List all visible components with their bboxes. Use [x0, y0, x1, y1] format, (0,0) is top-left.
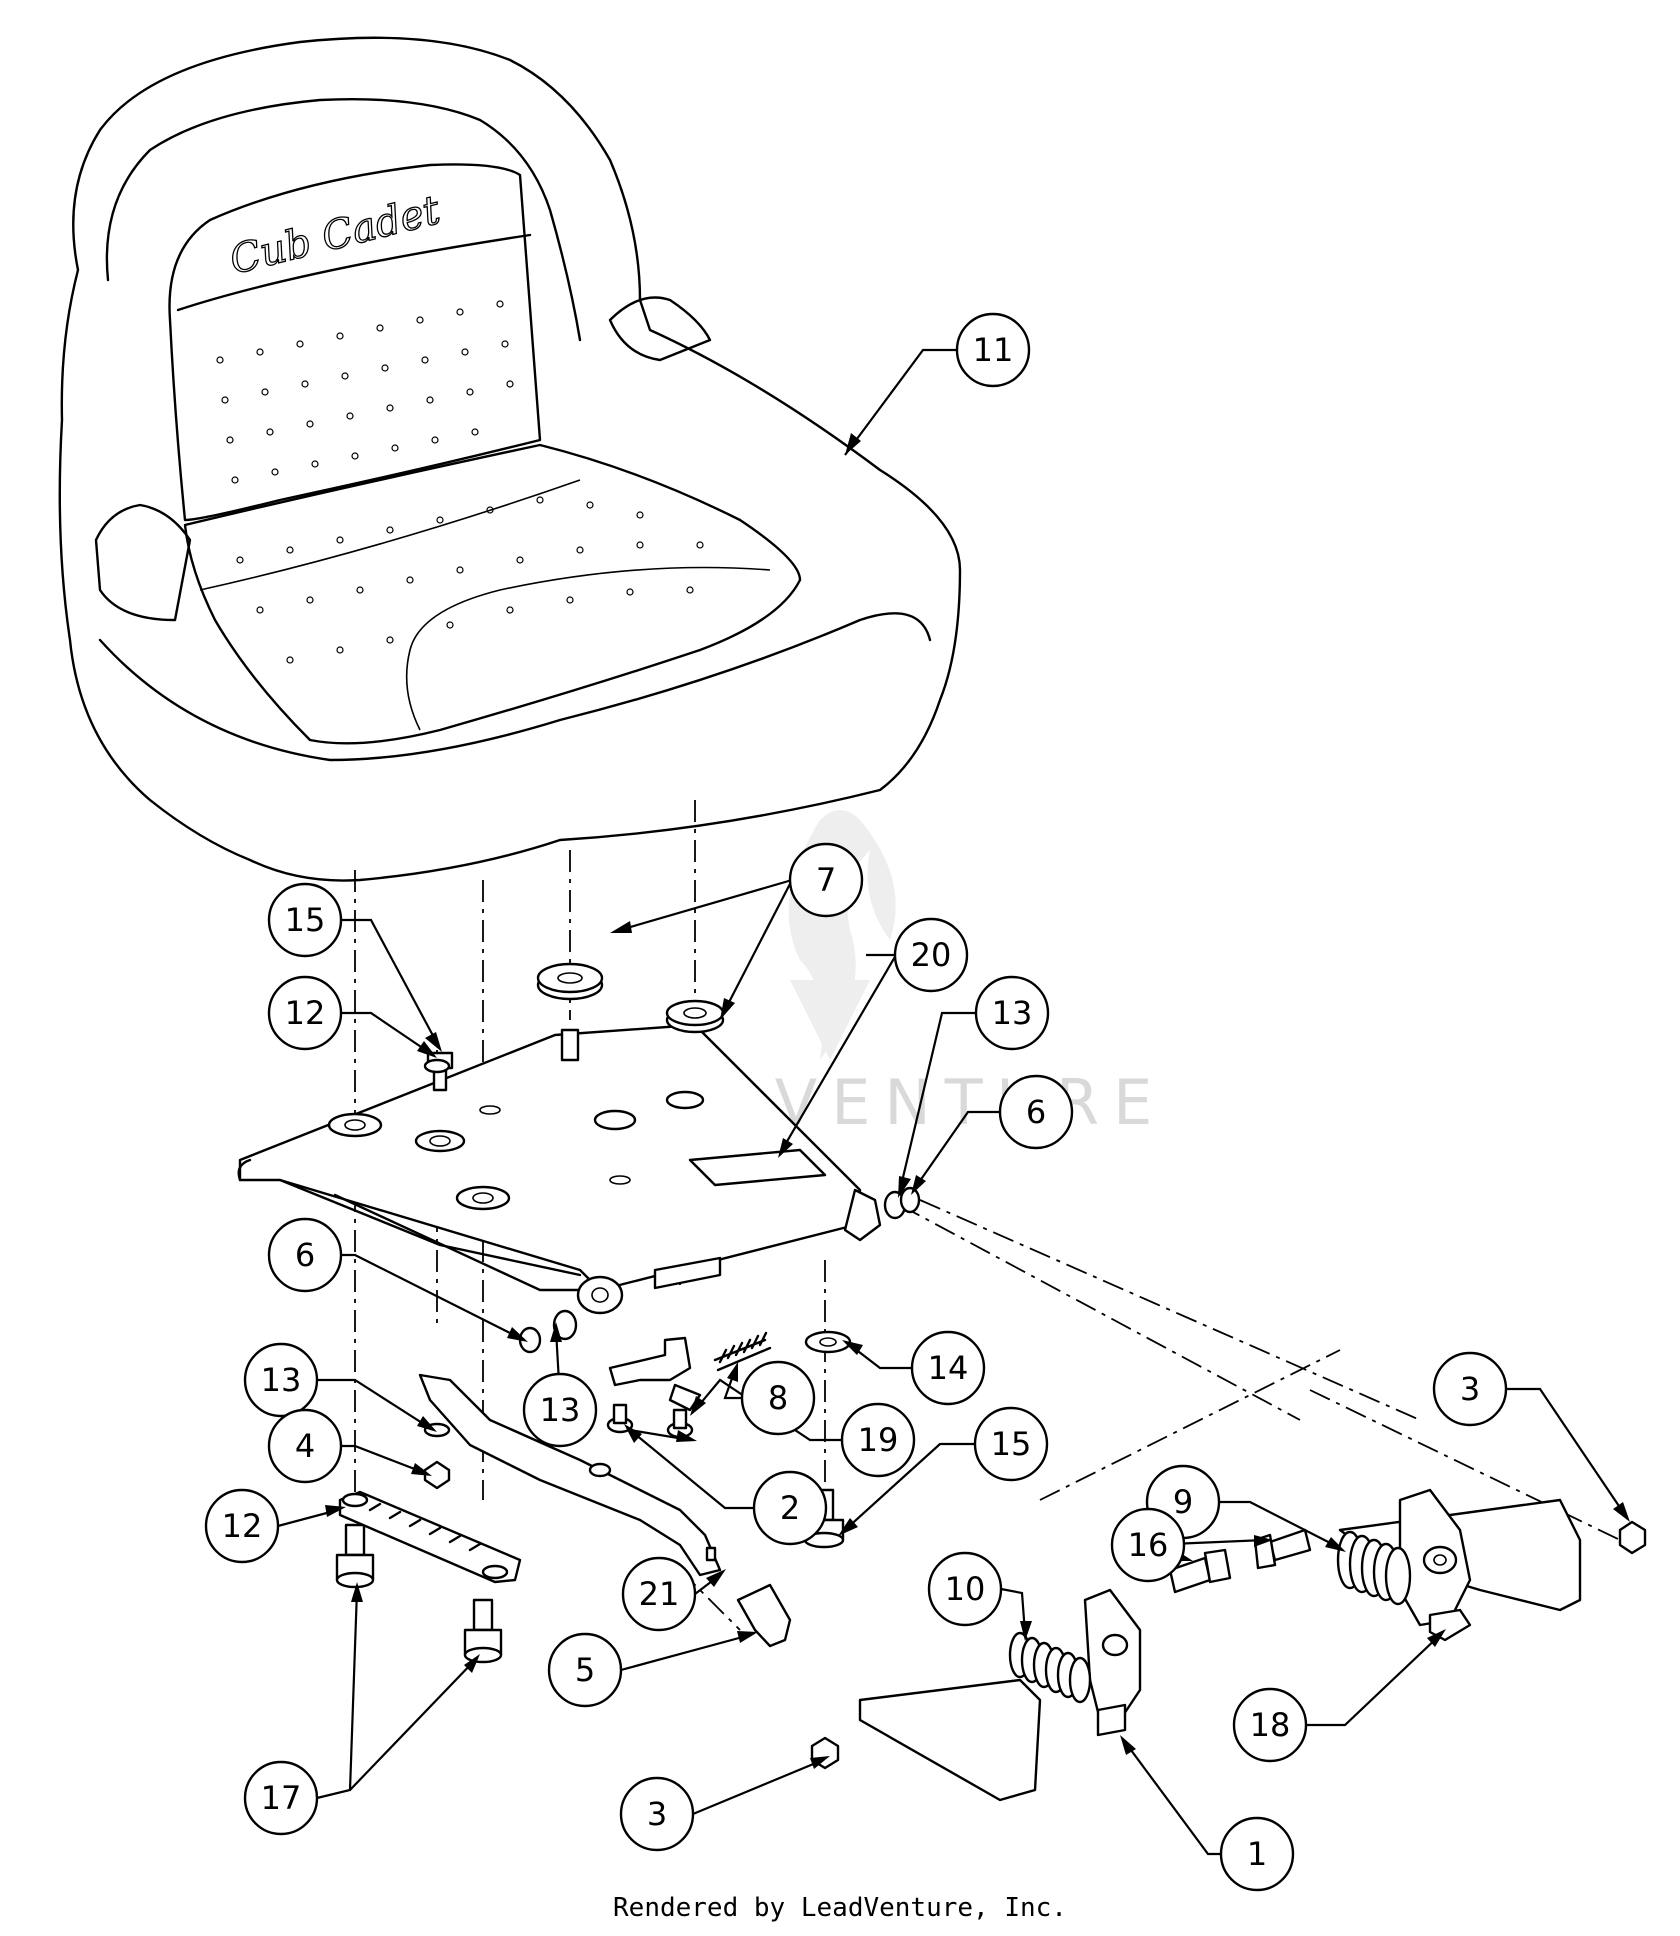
seat-right-bolster	[608, 296, 712, 362]
svg-text:10: 10	[945, 1570, 986, 1608]
svg-text:8: 8	[768, 1379, 788, 1417]
seat-back-inner	[105, 97, 582, 342]
callout-12-lower: 12	[204, 1488, 280, 1564]
callout-13-mid: 13	[522, 1372, 598, 1448]
svg-text:9: 9	[1173, 1483, 1193, 1521]
callout-13-right: 13	[974, 975, 1050, 1051]
callout-17: 17	[243, 1760, 319, 1836]
callout-15-lower: 15	[973, 1406, 1049, 1482]
svg-text:7: 7	[816, 861, 836, 899]
switch-assembly-10	[858, 1588, 1142, 1802]
svg-text:13: 13	[540, 1391, 581, 1429]
callout-2: 2	[752, 1470, 828, 1546]
bumper-7a	[536, 962, 604, 1001]
callout-3-right: 3	[1432, 1351, 1508, 1427]
seat-perforations	[216, 300, 704, 664]
callout-19: 19	[840, 1402, 916, 1478]
switch-1	[1096, 1703, 1127, 1737]
svg-text:3: 3	[1460, 1370, 1480, 1408]
nut-4	[423, 1460, 451, 1490]
seat-back-logo-band	[176, 233, 532, 312]
switch-bracket-9	[1336, 1488, 1582, 1642]
svg-text:12: 12	[285, 994, 326, 1032]
callout-21: 21	[621, 1556, 697, 1632]
bumper-7b	[665, 999, 725, 1034]
svg-text:20: 20	[911, 936, 952, 974]
adjuster-rail-12	[338, 1490, 522, 1584]
svg-text:5: 5	[575, 1651, 595, 1689]
washer-14	[804, 1330, 852, 1354]
washer-12a	[423, 1058, 451, 1074]
footer-caption: Rendered by LeadVenture, Inc.	[613, 1893, 1067, 1923]
callout-5: 5	[547, 1632, 623, 1708]
svg-text:11: 11	[973, 331, 1014, 369]
grip-5	[736, 1583, 792, 1648]
seat-cushion-panel	[183, 443, 802, 745]
callout-12-top: 12	[267, 975, 343, 1051]
callout-16: 16	[1110, 1507, 1186, 1583]
callout-8: 8	[740, 1360, 816, 1436]
seat-pan-plate	[238, 1023, 862, 1292]
svg-text:13: 13	[261, 1361, 302, 1399]
washer-13b	[552, 1309, 578, 1341]
callout-14: 14	[910, 1330, 986, 1406]
seat-front-edge	[98, 612, 932, 762]
callout-10: 10	[927, 1551, 1003, 1627]
seat-back-panel	[168, 163, 542, 522]
svg-text:12: 12	[222, 1507, 263, 1545]
spring-coil-10	[1008, 1631, 1092, 1704]
leaders	[277, 348, 1630, 1856]
seat-left-bolster	[94, 503, 192, 622]
svg-text:1: 1	[1247, 1835, 1267, 1873]
callout-18: 18	[1232, 1687, 1308, 1763]
seat-cushion-seam	[199, 479, 771, 731]
seat: Cub Cadet	[58, 36, 962, 882]
callout-6-right: 6	[998, 1074, 1074, 1150]
seat-outline	[58, 36, 962, 882]
svg-text:2: 2	[780, 1489, 800, 1527]
callout-7: 7	[788, 842, 864, 918]
svg-text:16: 16	[1128, 1526, 1169, 1564]
callout-15-top: 15	[267, 882, 343, 958]
svg-text:6: 6	[295, 1236, 315, 1274]
spring-8	[713, 1331, 772, 1372]
callouts: 11 7 20 13 6 15 12 6 13 14 8 19 13 4 15 …	[204, 312, 1508, 1892]
svg-text:17: 17	[261, 1779, 302, 1817]
svg-text:3: 3	[647, 1795, 667, 1833]
seat-pan	[237, 1023, 882, 1315]
svg-text:14: 14	[928, 1349, 969, 1387]
seat-pan-slot	[688, 1148, 827, 1187]
svg-text:15: 15	[285, 901, 326, 939]
svg-text:4: 4	[295, 1427, 315, 1465]
svg-text:19: 19	[858, 1421, 899, 1459]
svg-text:21: 21	[639, 1575, 680, 1613]
callout-11: 11	[955, 312, 1031, 388]
svg-text:15: 15	[991, 1425, 1032, 1463]
seat-pan-holes	[327, 1090, 705, 1211]
spring-coil-9	[1336, 1530, 1412, 1606]
callout-20: 20	[893, 917, 969, 993]
callout-6-left: 6	[267, 1217, 343, 1293]
hardware	[335, 962, 1647, 1770]
nut-6a	[899, 1186, 921, 1214]
nut-3a	[1618, 1520, 1647, 1555]
svg-text:13: 13	[992, 994, 1033, 1032]
svg-text:18: 18	[1250, 1706, 1291, 1744]
adjust-handle-21	[418, 1373, 722, 1577]
callout-1: 1	[1219, 1816, 1295, 1892]
callout-3-lower: 3	[619, 1776, 695, 1852]
svg-text:6: 6	[1026, 1093, 1046, 1131]
callout-13-lower: 13	[243, 1342, 319, 1418]
callout-4: 4	[267, 1408, 343, 1484]
bracket-19	[608, 1336, 692, 1387]
screws-2	[606, 1403, 694, 1439]
